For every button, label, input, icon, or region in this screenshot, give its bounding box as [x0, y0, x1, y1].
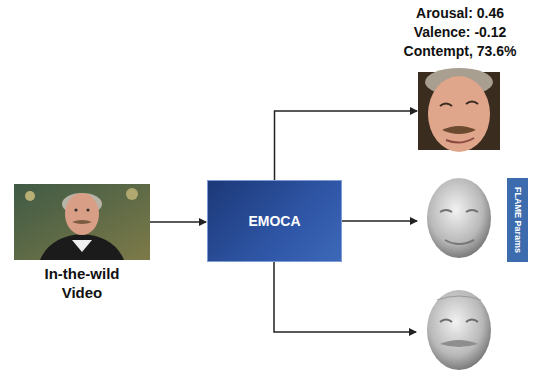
mouth [446, 138, 474, 143]
emotion-value: Contempt, 73.6% [395, 42, 525, 61]
emotion-value: Valence: -0.12 [395, 23, 525, 42]
detail-mesh [418, 290, 500, 374]
flame-output: FLAME Params [418, 178, 528, 262]
input-photo [14, 184, 150, 260]
mesh-head [427, 178, 491, 258]
background-light [25, 191, 35, 201]
eye [440, 104, 452, 107]
emotion-face-photo [418, 68, 500, 152]
model-name: EMOCA [248, 213, 300, 229]
eye [86, 208, 89, 211]
mustache [442, 126, 476, 134]
mesh-eye [440, 320, 452, 323]
collar [72, 240, 92, 252]
mustache [72, 220, 92, 224]
image-area [418, 72, 500, 150]
params-label: FLAME Params [513, 187, 523, 253]
eye [466, 102, 478, 105]
emotion-value: Arousal: 0.46 [395, 4, 525, 23]
suit [40, 234, 124, 260]
mesh-wrinkle [437, 296, 481, 300]
face [65, 193, 99, 235]
flow-arrow [342, 220, 417, 222]
emotion-output: Arousal: 0.46Valence: -0.12Contempt, 73.… [395, 4, 525, 61]
image-area [418, 178, 500, 262]
mesh-background [418, 290, 500, 374]
flow-arrow [150, 221, 206, 223]
face [428, 76, 490, 152]
mesh-eye [466, 320, 478, 323]
model-box: EMOCA [207, 180, 342, 262]
eye [74, 208, 77, 211]
mesh-mustache [440, 340, 478, 347]
image-area [14, 184, 150, 260]
flow-arrow [275, 111, 418, 180]
flame-mesh [418, 178, 500, 262]
mesh-background [418, 178, 500, 262]
input-frame: In-the-wild Video [14, 184, 150, 302]
background-light [126, 188, 138, 200]
mesh-eye [466, 210, 478, 212]
branch-line [274, 262, 416, 332]
params-band: FLAME Params [507, 178, 528, 262]
mesh-eye [440, 210, 452, 212]
photo-background [14, 184, 150, 260]
input-caption: In-the-wild Video [32, 184, 132, 302]
mesh-head [427, 290, 491, 370]
mesh-mouth [445, 240, 474, 244]
